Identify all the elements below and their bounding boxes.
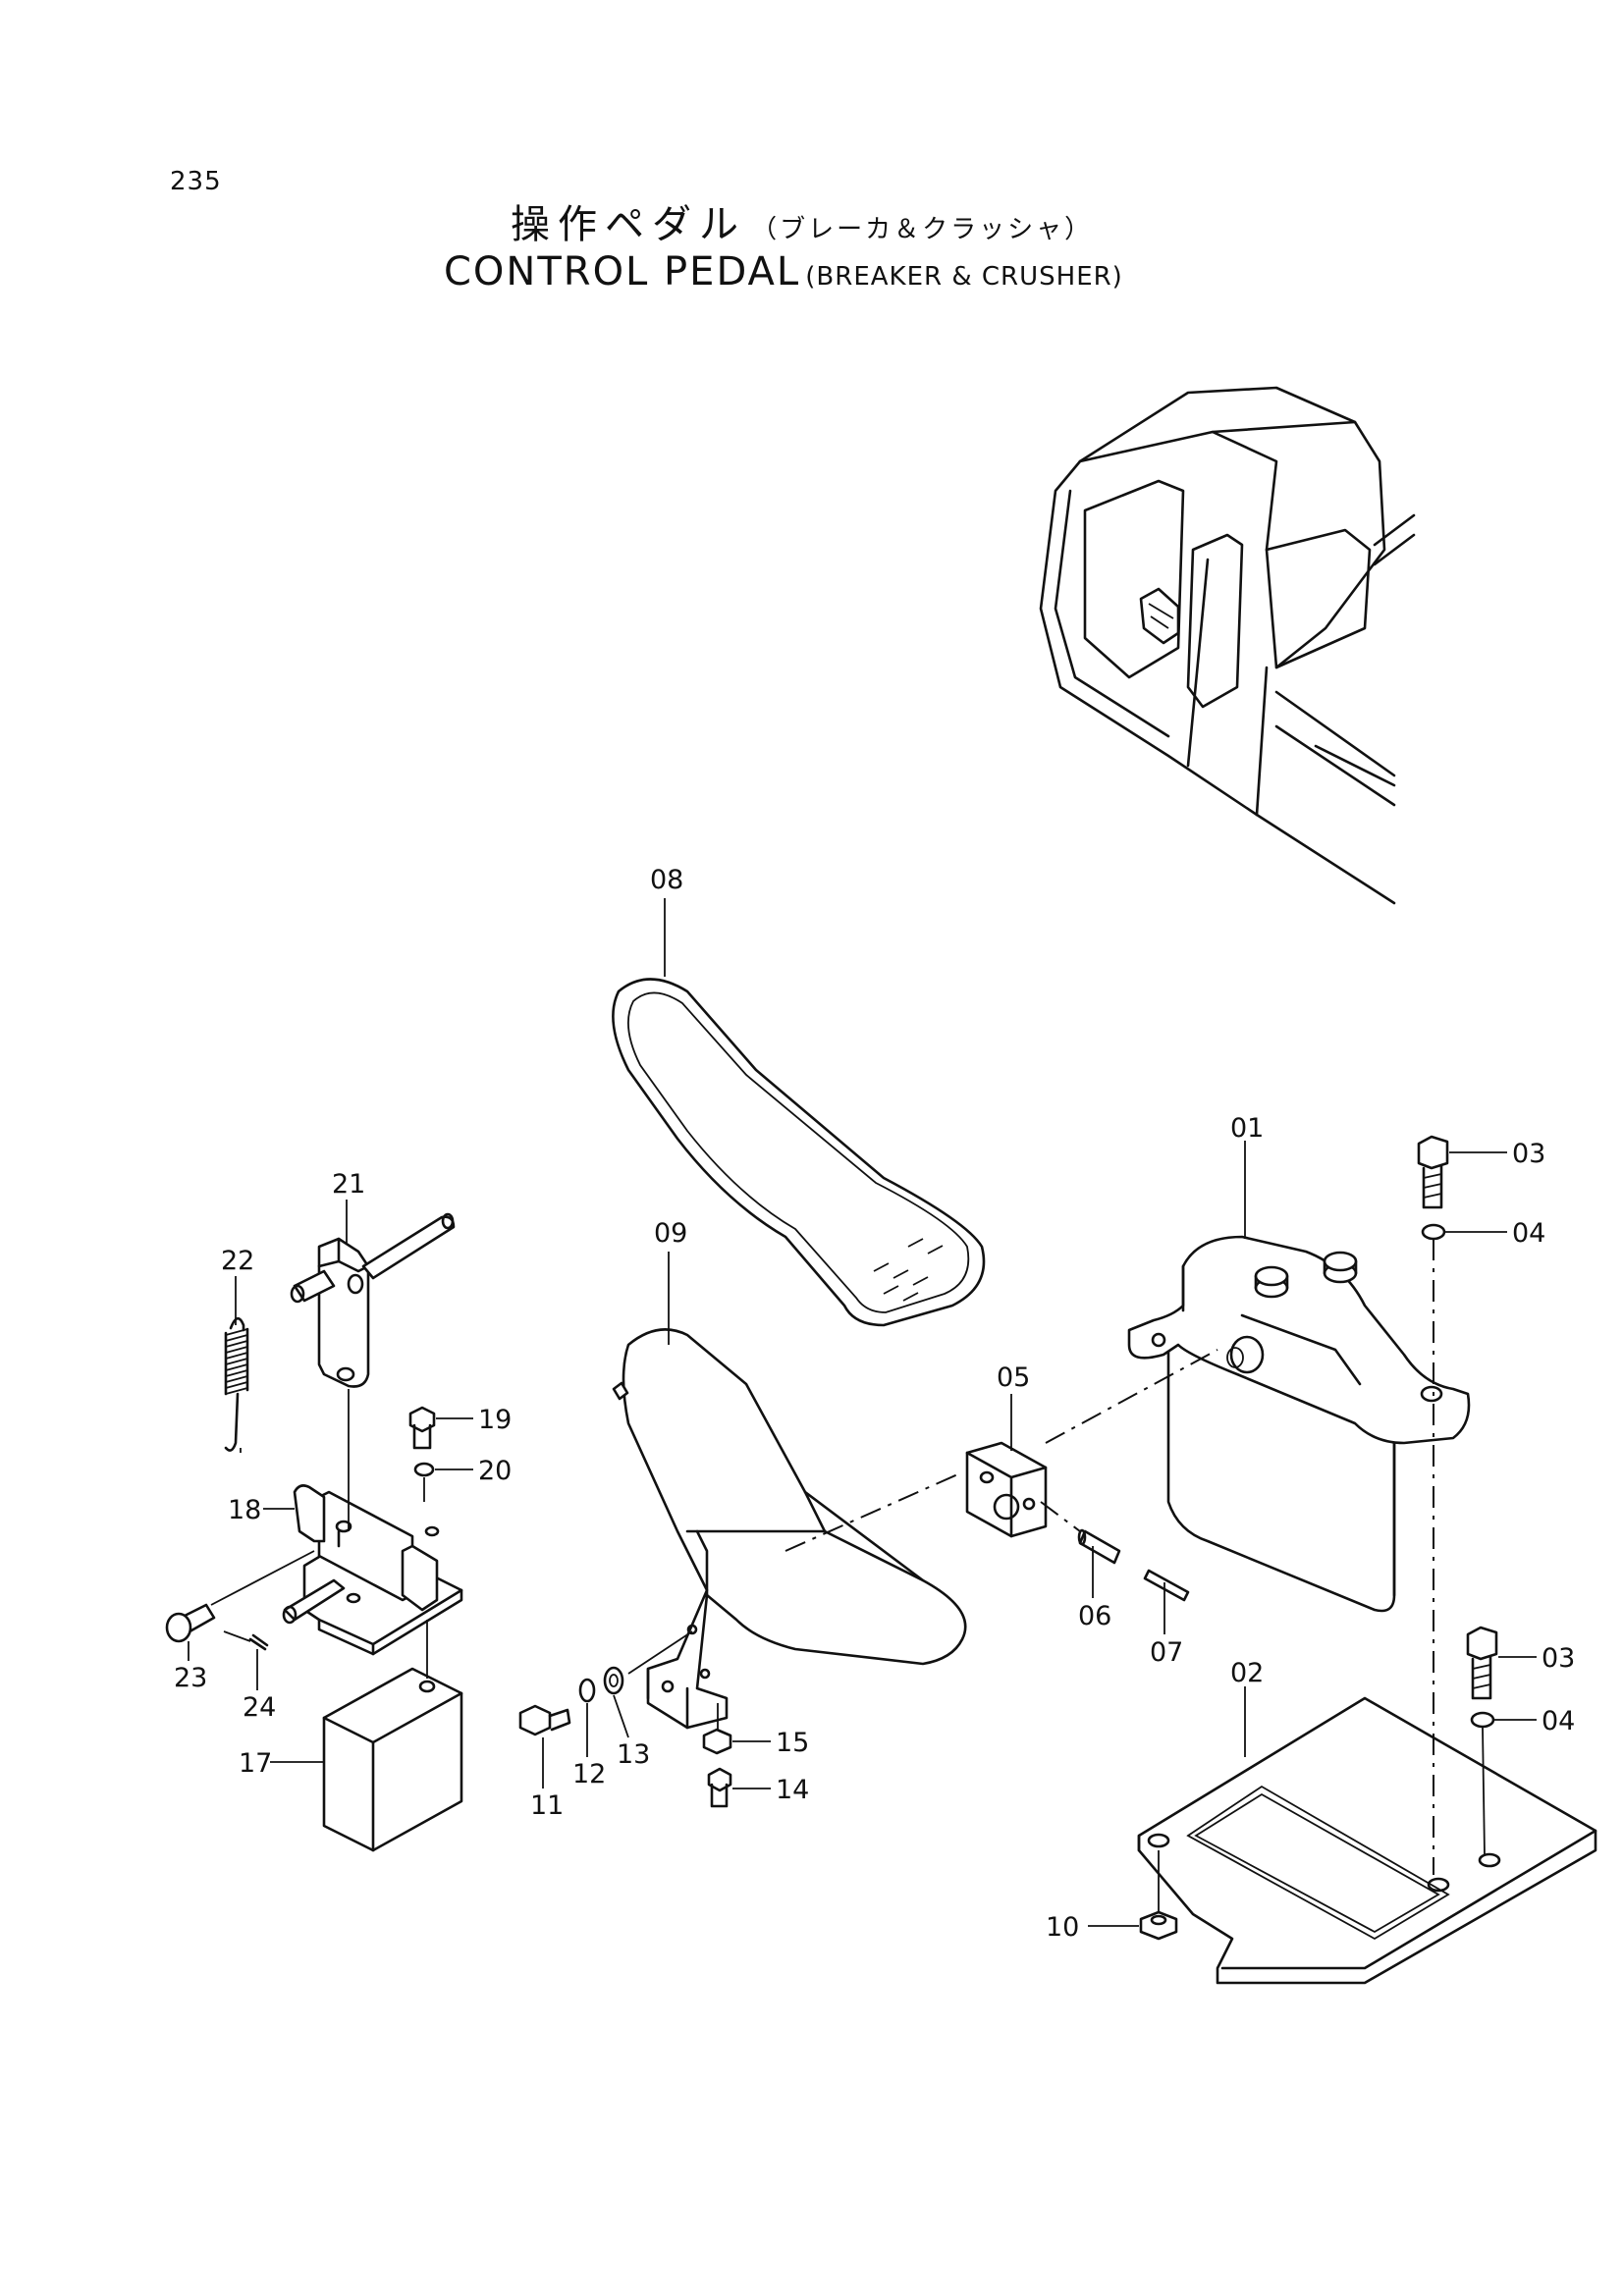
part-19-bolt <box>408 1406 436 1450</box>
part-06-pin <box>1077 1528 1121 1565</box>
part-02-plate <box>1137 1696 1597 1985</box>
part-17-stopper-block <box>322 1667 463 1852</box>
callout-23: 23 <box>174 1663 207 1693</box>
callout-leaders <box>188 898 1537 1927</box>
page-title-japanese: 操作ペダル （ブレーカ＆クラッシャ） <box>511 192 1139 249</box>
callout-19: 19 <box>478 1405 512 1435</box>
callout-17: 17 <box>239 1748 272 1779</box>
part-05-block <box>965 1441 1048 1538</box>
callout-07: 07 <box>1150 1637 1183 1668</box>
part-11-bolt <box>518 1704 571 1736</box>
callout-14: 14 <box>776 1775 809 1805</box>
part-22-spring <box>224 1316 249 1452</box>
part-12-lock-washer <box>578 1678 596 1703</box>
part-14-bolt <box>707 1767 732 1808</box>
callout-08: 08 <box>650 865 683 895</box>
part-07-spring-pin <box>1143 1569 1190 1602</box>
callout-03-lower: 03 <box>1542 1643 1575 1674</box>
callout-02: 02 <box>1230 1658 1264 1688</box>
callout-09: 09 <box>654 1218 687 1249</box>
title-en-main: CONTROL PEDAL <box>444 249 801 294</box>
callout-12: 12 <box>572 1759 606 1789</box>
callout-22: 22 <box>221 1246 254 1276</box>
part-10-nut <box>1139 1910 1178 1941</box>
part-24-cotter-pin <box>248 1633 269 1651</box>
title-en-sub: (BREAKER & CRUSHER) <box>805 262 1123 292</box>
callout-10: 10 <box>1046 1912 1079 1943</box>
callout-03-upper: 03 <box>1512 1139 1545 1169</box>
part-03-bolt-upper <box>1417 1135 1449 1209</box>
callout-24: 24 <box>243 1692 276 1723</box>
callout-15: 15 <box>776 1728 809 1758</box>
title-jp-sub: （ブレーカ＆クラッシャ） <box>751 215 1094 244</box>
part-04-washer-lower <box>1470 1711 1495 1729</box>
part-03-bolt-lower <box>1466 1626 1498 1700</box>
callout-04-lower: 04 <box>1542 1706 1575 1736</box>
part-09-pedal <box>612 1328 967 1730</box>
title-jp-main: 操作ペダル <box>511 202 746 247</box>
callout-06: 06 <box>1078 1601 1111 1631</box>
page-title-english: CONTROL PEDAL (BREAKER & CRUSHER) <box>444 249 1229 294</box>
callout-04-upper: 04 <box>1512 1218 1545 1249</box>
callout-20: 20 <box>478 1456 512 1486</box>
callout-13: 13 <box>617 1739 650 1770</box>
part-13-washer <box>603 1666 624 1695</box>
callout-18: 18 <box>228 1495 261 1525</box>
callout-21: 21 <box>332 1169 365 1200</box>
page-number: 235 <box>170 167 222 196</box>
callout-01: 01 <box>1230 1113 1264 1144</box>
part-18-bracket <box>282 1484 463 1656</box>
callout-11: 11 <box>530 1790 564 1821</box>
part-08-pedal-rubber <box>612 978 986 1327</box>
part-15-nut <box>702 1728 732 1755</box>
cab-locator-view <box>1039 386 1416 905</box>
part-04-washer-upper <box>1421 1223 1446 1241</box>
callout-05: 05 <box>997 1362 1030 1393</box>
part-01-pilot-valve <box>1127 1235 1471 1613</box>
assembly-lines <box>210 1239 1486 1912</box>
part-23-pin <box>165 1603 216 1643</box>
part-21-lever <box>290 1212 456 1388</box>
callout-labels: 01 02 03 04 03 04 05 06 07 08 09 10 11 1… <box>174 865 1575 1943</box>
part-20-washer <box>413 1462 435 1477</box>
